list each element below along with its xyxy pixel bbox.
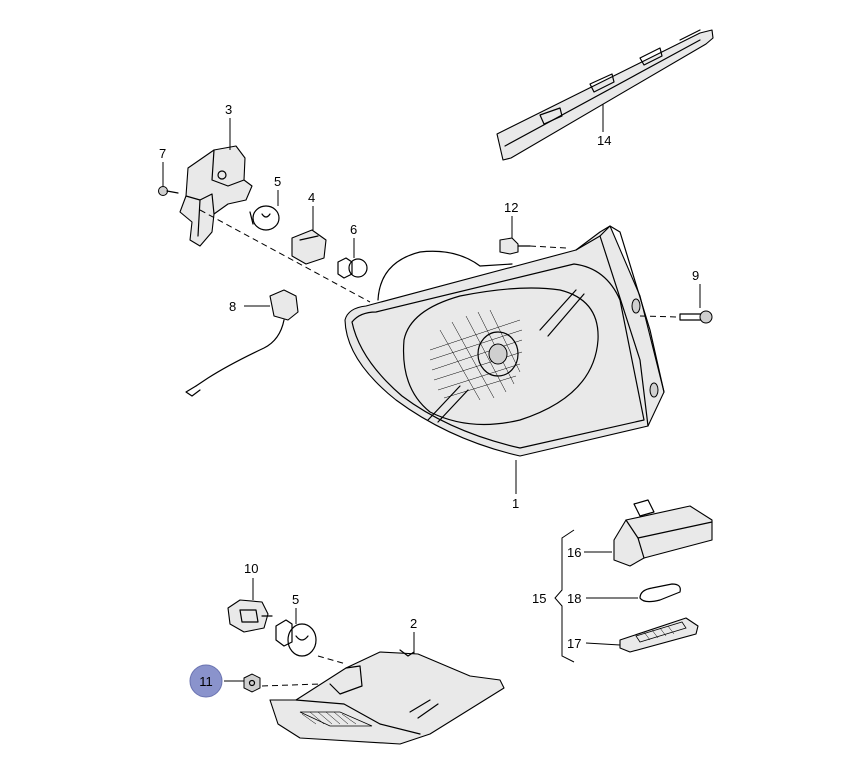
callout-7[interactable]: 7 xyxy=(159,146,166,161)
callout-5-upper[interactable]: 5 xyxy=(274,174,281,189)
license-lamp-lens-part-17[interactable] xyxy=(585,617,699,653)
callout-12[interactable]: 12 xyxy=(504,200,518,215)
callout-8[interactable]: 8 xyxy=(229,299,236,314)
callout-1[interactable]: 1 xyxy=(512,496,519,511)
assembly-line-upper xyxy=(199,209,371,303)
bulb-part-6[interactable] xyxy=(337,238,368,279)
headlamp-housing-part-1[interactable] xyxy=(344,225,665,494)
license-lamp-group-15 xyxy=(554,529,575,663)
license-lamp-housing-part-16[interactable] xyxy=(584,499,713,567)
callout-6[interactable]: 6 xyxy=(350,222,357,237)
festoon-bulb-part-18[interactable] xyxy=(586,583,681,603)
callout-14[interactable]: 14 xyxy=(597,133,611,148)
bulb-part-5-upper[interactable] xyxy=(249,190,280,231)
callout-11[interactable]: 11 xyxy=(199,674,213,689)
nut-part-11[interactable] xyxy=(224,673,321,693)
wire-socket-part-8[interactable] xyxy=(185,289,299,397)
callout-11-highlight[interactable] xyxy=(189,664,223,698)
callout-5-lower[interactable]: 5 xyxy=(292,592,299,607)
bulb-socket-part-10[interactable] xyxy=(227,578,273,633)
callout-16[interactable]: 16 xyxy=(567,545,581,560)
callout-2[interactable]: 2 xyxy=(410,616,417,631)
bulb-part-5-lower[interactable] xyxy=(275,608,317,657)
assembly-line-lower xyxy=(317,655,347,665)
trim-strip-part-14[interactable] xyxy=(496,29,714,161)
fog-lamp-part-2[interactable] xyxy=(269,632,505,745)
connector-part-12[interactable] xyxy=(499,216,567,255)
callout-15[interactable]: 15 xyxy=(532,591,546,606)
screw-part-7[interactable] xyxy=(158,162,179,196)
callout-9[interactable]: 9 xyxy=(692,268,699,283)
screw-part-9[interactable] xyxy=(639,284,713,324)
callout-10[interactable]: 10 xyxy=(244,561,258,576)
callout-4[interactable]: 4 xyxy=(308,190,315,205)
bulb-holder-part-3[interactable] xyxy=(179,118,253,247)
callout-3[interactable]: 3 xyxy=(225,102,232,117)
callout-18[interactable]: 18 xyxy=(567,591,581,606)
callout-17[interactable]: 17 xyxy=(567,636,581,651)
bulb-socket-part-4[interactable] xyxy=(291,206,327,265)
